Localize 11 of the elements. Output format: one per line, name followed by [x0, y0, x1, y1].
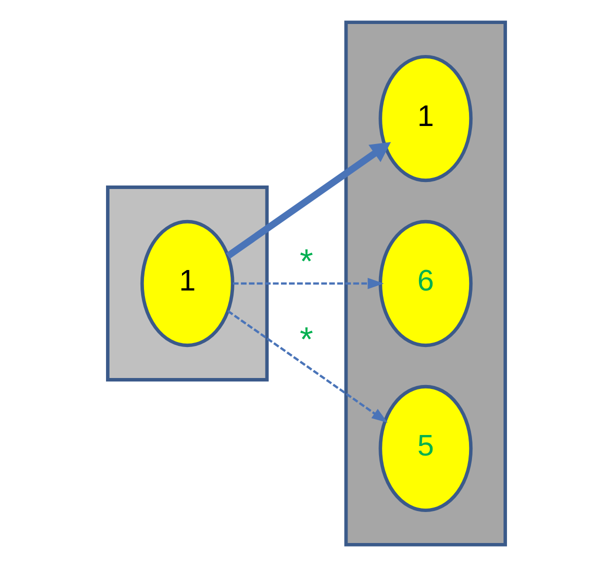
arrow	[226, 142, 391, 259]
node-ellipse: 5	[378, 384, 473, 512]
edge-label: *	[300, 321, 314, 360]
edge-label: *	[300, 243, 314, 282]
node-ellipse: 1	[140, 220, 234, 348]
node-ellipse: 1	[378, 54, 473, 182]
arrow	[227, 310, 388, 423]
cluster	[106, 186, 269, 382]
arrow	[232, 278, 384, 290]
cluster	[344, 20, 507, 546]
node-ellipse: 6	[378, 220, 473, 348]
